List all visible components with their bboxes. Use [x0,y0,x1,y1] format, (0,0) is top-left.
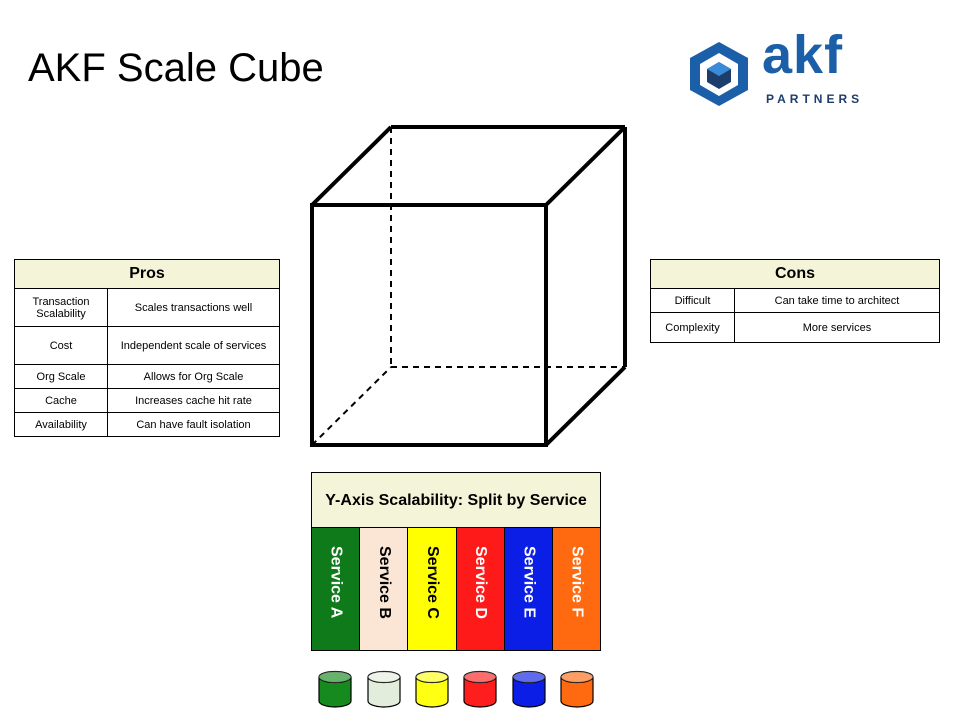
database-icon [415,670,449,708]
pros-label: Org Scale [14,364,108,389]
cons-table: Cons Difficult Can take time to architec… [650,259,940,343]
y-axis-panel: Y-Axis Scalability: Split by Service Ser… [311,472,601,651]
pros-label: Cache [14,388,108,413]
cons-label: Difficult [650,288,735,313]
service-label: Service C [423,546,441,619]
service-b: Service B [360,528,409,650]
database-icon [511,670,546,708]
page-title: AKF Scale Cube [28,46,324,90]
database-icon [366,670,401,708]
cube-hidden-edge [311,366,392,446]
service-c: Service C [408,528,457,650]
pros-desc: Scales transactions well [107,288,280,327]
database-icon [463,670,497,708]
pros-desc: Independent scale of services [107,326,280,365]
database-icon [560,670,594,708]
service-d: Service D [456,528,505,650]
pros-table: Pros Transaction Scalability Scales tran… [14,259,280,437]
service-a: Service A [312,528,361,650]
pros-label: Availability [14,412,108,437]
service-e: Service E [504,528,553,650]
pros-label: Transaction Scalability [14,288,108,327]
service-label: Service B [375,546,393,619]
pros-desc: Allows for Org Scale [107,364,280,389]
cons-label: Complexity [650,312,735,343]
pros-desc: Can have fault isolation [107,412,280,437]
cube-edge [310,125,393,207]
akf-partners-logo: akf PARTNERS [686,25,876,110]
database-icon [318,670,352,708]
pros-header: Pros [14,259,280,289]
cube-front-face [310,203,548,447]
logo-subtitle: PARTNERS [766,92,864,106]
database-row [311,670,601,710]
service-label: Service A [327,546,345,619]
scale-cube-diagram [310,125,627,447]
cube-logo-icon [690,42,748,106]
cons-header: Cons [650,259,940,289]
pros-desc: Increases cache hit rate [107,388,280,413]
cube-edge [544,125,627,207]
services-row: Service A Service B Service C Service D … [311,527,601,651]
cube-edge [544,365,627,447]
logo-wordmark: akf [762,25,844,85]
cons-desc: More services [734,312,940,343]
service-f: Service F [552,528,601,650]
service-label: Service F [568,546,586,618]
y-axis-title: Y-Axis Scalability: Split by Service [311,472,601,527]
cons-desc: Can take time to architect [734,288,940,313]
pros-label: Cost [14,326,108,365]
service-label: Service D [472,546,490,619]
service-label: Service E [520,546,538,619]
